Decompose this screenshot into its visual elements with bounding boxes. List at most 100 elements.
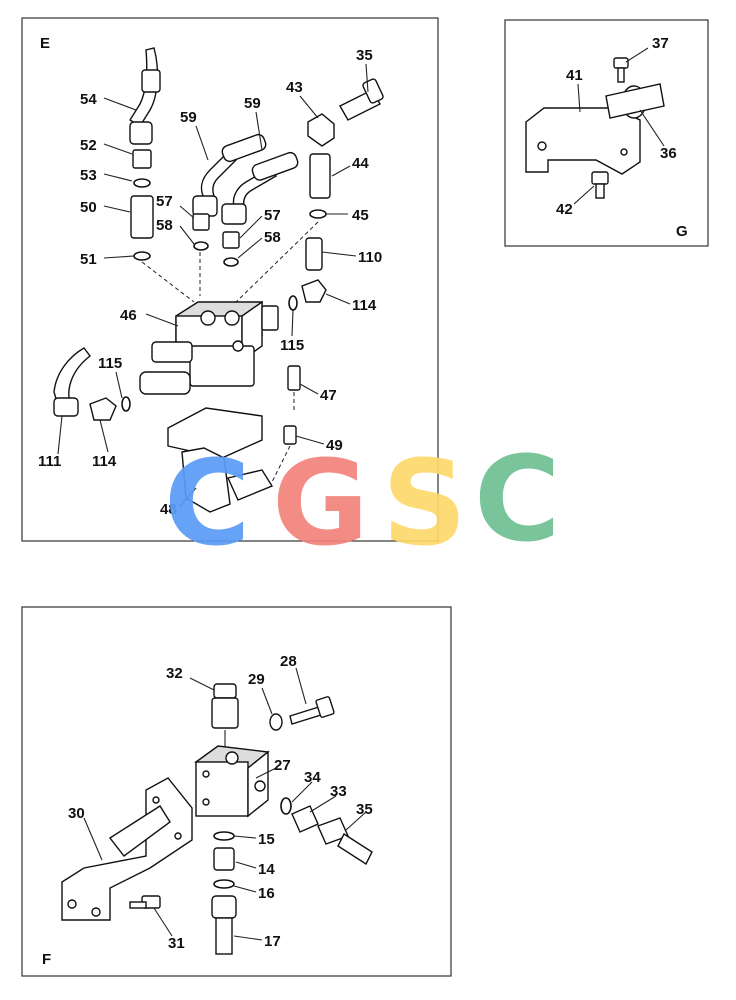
bracket-48-top [167,407,263,459]
pipe-g [605,83,665,119]
callout-52: 52 [80,137,97,154]
hose-59-b-nut [221,203,247,225]
callout-43: 43 [286,79,303,96]
o-ring-15 [213,831,235,841]
panel-e-frame [21,17,439,542]
callout-15: 15 [258,831,275,848]
o-ring-115-right [288,295,298,311]
block-27-hole-side [254,780,266,792]
fitting-32 [211,697,239,729]
valve-port-b [224,310,240,326]
bolt-37-shank [617,67,625,83]
block-27-hole-a [202,770,210,778]
callout-30: 30 [68,805,85,822]
o-ring-58-a [193,241,209,251]
screw-49 [283,425,297,445]
o-ring-16 [213,879,235,889]
callout-57-b: 57 [264,207,281,224]
bolt-37-head [613,57,629,69]
elbow-43 [307,113,335,147]
bolt-31-shank [129,901,147,909]
bracket-30-rib [108,805,171,857]
hose-17-nut [211,895,237,919]
callout-31: 31 [168,935,185,952]
callout-42: 42 [556,201,573,218]
bolt-42-head [591,171,609,185]
callout-59-a: 59 [180,109,197,126]
bracket-30-hole-b [91,907,101,917]
callout-35: 35 [356,47,373,64]
fitting-110 [305,237,323,271]
callout-27: 27 [274,757,291,774]
bracket-41-hole-a [537,141,547,151]
callout-51: 51 [80,251,97,268]
callout-110: 110 [358,249,382,266]
callout-115-left: 115 [98,355,122,372]
hose-54-sleeve [141,69,161,93]
valve-spool-left [151,341,193,363]
bolt-42-shank [595,183,605,199]
callout-114-right: 114 [352,297,377,314]
bolt-28-head [315,696,335,718]
elbow-114-right [301,279,327,303]
valve-screw [232,340,244,352]
watermark: C G S C [164,430,561,572]
block-27-front [195,761,249,817]
panel-g-frame [504,19,709,247]
callout-36: 36 [660,145,677,162]
watermark-letter-s: S [382,434,467,572]
guide-45 [231,221,319,307]
fitting-52 [132,149,152,169]
callout-28: 28 [280,653,297,670]
watermark-letter-c1: C [164,434,251,572]
callout-41: 41 [566,67,583,84]
elbow-114-left [89,397,117,421]
fitting-32-top [213,683,237,699]
fitting-14 [213,847,235,871]
callout-29: 29 [248,671,265,688]
fitting-57-a [192,213,210,231]
callout-49: 49 [326,437,343,454]
bracket-30-hole-d [174,832,182,840]
callout-59-b: 59 [244,95,261,112]
bracket-30-hole-c [152,796,160,804]
hose-59-a-sleeve [221,133,267,163]
fitting-33 [291,805,319,833]
callout-47: 47 [320,387,337,404]
hose-111-nut [53,397,79,417]
hose-59-b-sleeve [251,151,299,181]
callout-50: 50 [80,199,97,216]
callout-44: 44 [352,155,369,172]
callout-114-left: 114 [92,453,117,470]
valve-stem [139,371,191,395]
callout-16: 16 [258,885,275,902]
adapter-50 [130,195,154,239]
panel-e-letter: E [40,35,50,52]
panel-f-letter: F [42,951,51,968]
guide-51 [141,261,195,303]
watermark-letter-c2: C [474,430,561,568]
callout-57-a: 57 [156,193,173,210]
callout-14: 14 [258,861,275,878]
panel-g-letter: G [676,223,688,240]
screw-47 [287,365,301,391]
callout-111: 111 [38,453,61,470]
o-ring-53 [133,178,151,188]
callout-46: 46 [120,307,137,324]
hose-17 [215,917,233,955]
callout-35-f: 35 [356,801,373,818]
callout-45: 45 [352,207,369,224]
o-ring-58-b [223,257,239,267]
valve-spool-right [261,305,279,331]
callout-33: 33 [330,783,347,800]
callout-53: 53 [80,167,97,184]
o-ring-45 [309,209,327,219]
valve-46-lower [189,345,255,387]
callout-54: 54 [80,91,97,108]
callout-17: 17 [264,933,281,950]
callout-34: 34 [304,769,321,786]
bracket-48-leg [181,447,231,513]
panel-f-frame [21,606,452,977]
valve-port-a [200,310,216,326]
block-27-hole-top [225,751,239,765]
